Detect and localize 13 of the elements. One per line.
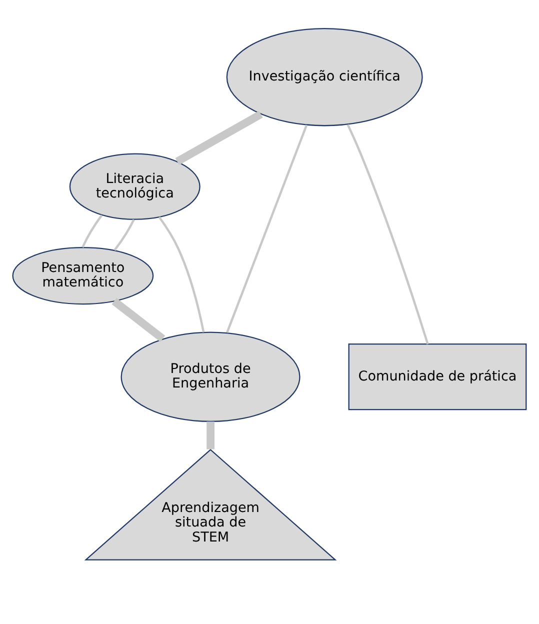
connector (82, 214, 103, 248)
connector (175, 110, 263, 164)
connector (226, 124, 308, 332)
node-box: Comunidade de prática (348, 343, 527, 410)
node-ellipse: Investigação científica (226, 27, 423, 126)
connector (346, 124, 429, 344)
node-ellipse: Literacia tecnológica (69, 152, 200, 220)
connector (112, 297, 166, 342)
connector (158, 216, 205, 332)
connector (206, 421, 214, 449)
node-ellipse: Pensamento matemático (12, 246, 154, 304)
node-ellipse: Produtos de Engenharia (120, 331, 300, 422)
connector (114, 218, 135, 250)
